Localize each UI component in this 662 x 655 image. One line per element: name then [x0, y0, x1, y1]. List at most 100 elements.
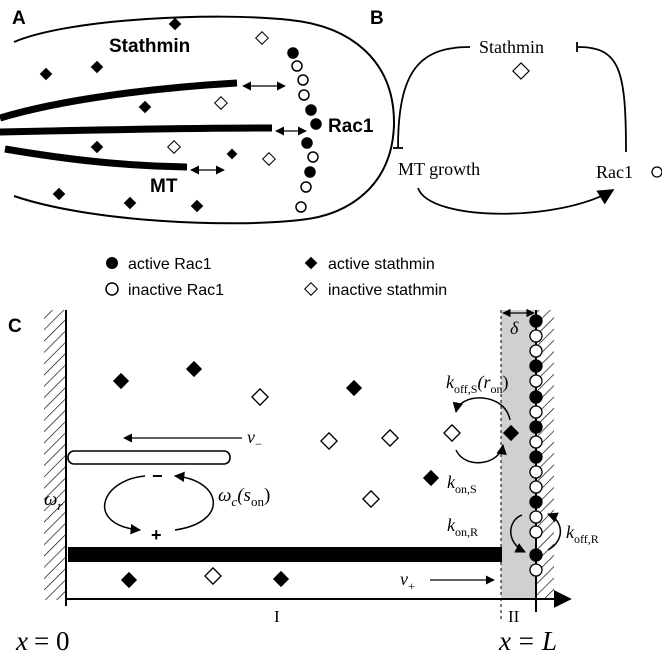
- active-stathmin-icon: [168, 17, 182, 31]
- panel-a: A Stathmin Rac1 MT: [0, 8, 396, 225]
- x-zero-label: x= 0: [15, 626, 69, 655]
- left-wall-hatch: [44, 310, 66, 600]
- inactive-rac1-icon: [529, 329, 543, 343]
- activation-mt-to-rac1: [417, 187, 615, 215]
- active-stathmin-icon: [190, 199, 204, 213]
- plus-end-sign: +: [151, 525, 162, 545]
- active-rac1-icon: [301, 137, 313, 149]
- inactive-stathmin-icon: [320, 432, 338, 450]
- k-on-s-label: kon,S: [447, 472, 477, 496]
- k-on-s-arrow: [455, 443, 507, 464]
- k-off-r-arrow: [547, 512, 562, 551]
- active-rac1-icon: [529, 495, 543, 509]
- active-stathmin-icon: [52, 187, 66, 201]
- active-stathmin-icon: [90, 60, 104, 74]
- legend-inactive-rac1: inactive Rac1: [128, 282, 224, 299]
- panel-b: B Stathmin MT growth Rac1: [370, 8, 662, 215]
- rac1-inactive-icon: [651, 166, 662, 178]
- inactive-stathmin-icon: [251, 388, 269, 406]
- rac1-node: Rac1: [596, 162, 633, 182]
- active-rac1-icon: [529, 420, 543, 434]
- growing-microtubule: [68, 547, 502, 562]
- inactive-rac1-icon: [529, 344, 543, 358]
- panel-c-label: C: [8, 316, 22, 337]
- active-rac1-icon: [310, 118, 322, 130]
- panel-a-rac1-column: [287, 47, 322, 213]
- active-stathmin-icon: [123, 196, 137, 210]
- inactive-stathmin-icon: [262, 152, 276, 166]
- active-rac1-icon: [529, 314, 543, 328]
- delta-label: δ: [510, 318, 519, 338]
- inactive-rac1-icon: [529, 480, 543, 494]
- inactive-stathmin-icon: [214, 96, 228, 110]
- omega-c-label: ωc(son): [218, 485, 270, 509]
- inactive-stathmin-icon: [512, 62, 530, 80]
- minus-end-sign: −: [152, 466, 163, 486]
- k-on-r-label: kon,R: [447, 515, 478, 539]
- legend-inactive-stathmin: inactive stathmin: [328, 282, 447, 299]
- inactive-rac1-icon: [291, 60, 303, 72]
- x-l-label: x= L: [498, 626, 557, 655]
- panel-c: C δ v− v+ − + ωr ωc(son) koff,S(ron): [8, 308, 599, 655]
- inactive-rac1-icon: [529, 435, 543, 449]
- inactive-stathmin-icon: [255, 31, 269, 45]
- stathmin-label: Stathmin: [109, 36, 190, 57]
- active-stathmin-icon: [272, 570, 290, 588]
- inactive-stathmin-icon: [381, 429, 399, 447]
- mt-growth-node: MT growth: [398, 159, 480, 179]
- k-on-r-arrow: [510, 514, 526, 553]
- inactive-stathmin-icon: [167, 140, 181, 154]
- active-rac1-icon: [305, 104, 317, 116]
- active-stathmin-icon: [226, 148, 238, 160]
- region-i-label: I: [274, 607, 280, 626]
- active-stathmin-icon: [90, 140, 104, 154]
- active-rac1-icon: [529, 450, 543, 464]
- active-rac1-icon: [287, 47, 299, 59]
- legend: active Rac1 inactive Rac1 active stathmi…: [105, 256, 447, 299]
- catastrophe-arrow: [173, 471, 215, 531]
- inactive-rac1-icon: [297, 74, 309, 86]
- rac1-label: Rac1: [328, 116, 374, 137]
- microtubule-top: [0, 79, 238, 122]
- v-minus-label: v−: [247, 427, 262, 451]
- panel-b-label: B: [370, 8, 384, 29]
- inactive-stathmin-icon: [362, 490, 380, 508]
- inactive-stathmin-icon: [304, 282, 318, 296]
- k-off-r-label: koff,R: [566, 522, 599, 546]
- inactive-rac1-icon: [105, 282, 119, 296]
- active-stathmin-icon: [39, 67, 53, 81]
- panel-a-label: A: [12, 8, 26, 29]
- inactive-rac1-icon: [529, 525, 543, 539]
- cell-outline: [13, 15, 396, 225]
- inactive-stathmin-icon: [204, 567, 222, 585]
- inactive-rac1-icon: [295, 201, 307, 213]
- inactive-stathmin-icon: [443, 424, 461, 442]
- legend-active-rac1: active Rac1: [128, 256, 212, 273]
- omega-r-label: ωr: [44, 489, 63, 513]
- mt-label: MT: [150, 176, 178, 197]
- active-stathmin-icon: [120, 571, 138, 589]
- inhibition-rac1-to-stathmin: [577, 46, 627, 153]
- stathmin-node: Stathmin: [479, 37, 544, 57]
- active-rac1-icon: [529, 548, 543, 562]
- inactive-rac1-icon: [529, 374, 543, 388]
- rescue-arrow: [103, 475, 146, 535]
- k-off-s-arrow: [452, 397, 511, 421]
- active-rac1-icon: [106, 257, 118, 269]
- inactive-rac1-icon: [307, 151, 319, 163]
- active-stathmin-icon: [304, 256, 318, 270]
- active-rac1-icon: [529, 359, 543, 373]
- inactive-rac1-icon: [529, 465, 543, 479]
- microtubule-bottom: [4, 145, 188, 171]
- inhibition-stathmin-to-mt: [397, 46, 471, 149]
- active-stathmin-icon: [138, 100, 152, 114]
- active-stathmin-icon: [185, 360, 203, 378]
- panel-c-rac1-column: [529, 314, 543, 577]
- inactive-rac1-icon: [529, 405, 543, 419]
- active-stathmin-icon: [112, 372, 130, 390]
- active-rac1-icon: [304, 166, 316, 178]
- k-off-s-label: koff,S(ron): [446, 372, 508, 396]
- active-stathmin-icon: [345, 379, 363, 397]
- active-rac1-icon: [529, 390, 543, 404]
